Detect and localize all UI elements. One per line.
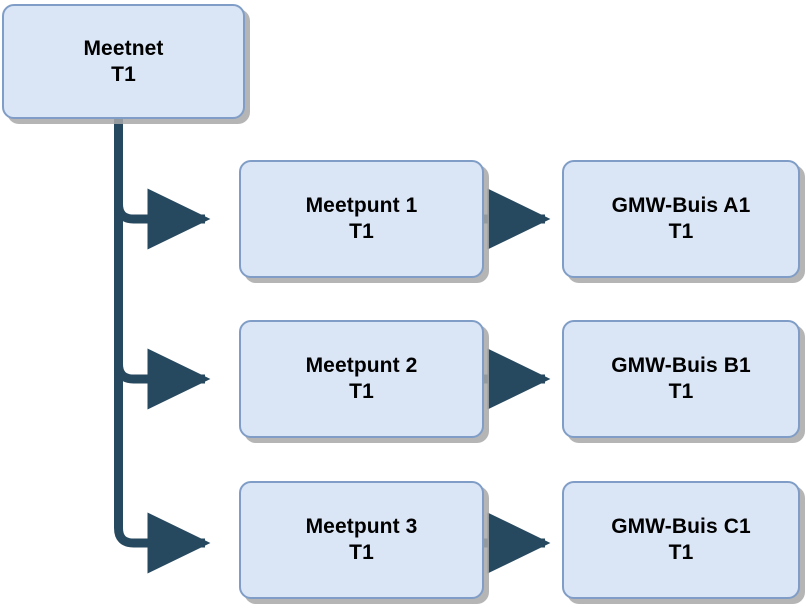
node-meetnet[interactable]: Meetnet T1 [2, 4, 245, 119]
node-gmw-buis-c1[interactable]: GMW-Buis C1 T1 [562, 481, 800, 599]
node-gmw-buis-b1-title: GMW-Buis B1 [611, 354, 751, 378]
node-gmw-buis-a1-subtitle: T1 [668, 220, 694, 243]
node-gmw-buis-c1-title: GMW-Buis C1 [611, 515, 751, 539]
node-meetpunt-1-title: Meetpunt 1 [305, 194, 418, 218]
node-gmw-buis-a1-title: GMW-Buis A1 [611, 194, 751, 218]
node-meetpunt-3-title: Meetpunt 3 [305, 515, 418, 539]
edge-meetnet-to-meetpunt-1 [114, 188, 211, 250]
node-meetpunt-2[interactable]: Meetpunt 2 T1 [239, 320, 484, 438]
node-meetnet-subtitle: T1 [111, 62, 136, 86]
node-meetpunt-2-subtitle: T1 [349, 380, 374, 403]
node-meetpunt-3[interactable]: Meetpunt 3 T1 [239, 481, 484, 599]
node-gmw-buis-b1-subtitle: T1 [668, 380, 694, 403]
node-gmw-buis-b1[interactable]: GMW-Buis B1 T1 [562, 320, 800, 438]
node-meetpunt-1-subtitle: T1 [349, 220, 374, 243]
node-meetnet-title: Meetnet [83, 36, 164, 60]
node-gmw-buis-c1-subtitle: T1 [668, 541, 694, 564]
node-meetpunt-3-subtitle: T1 [349, 541, 374, 564]
edge-meetnet-to-meetpunt-2 [114, 348, 211, 410]
node-gmw-buis-a1[interactable]: GMW-Buis A1 T1 [562, 160, 800, 278]
node-meetpunt-2-title: Meetpunt 2 [305, 354, 418, 378]
node-meetpunt-1[interactable]: Meetpunt 1 T1 [239, 160, 484, 278]
edge-trunk [114, 118, 211, 574]
